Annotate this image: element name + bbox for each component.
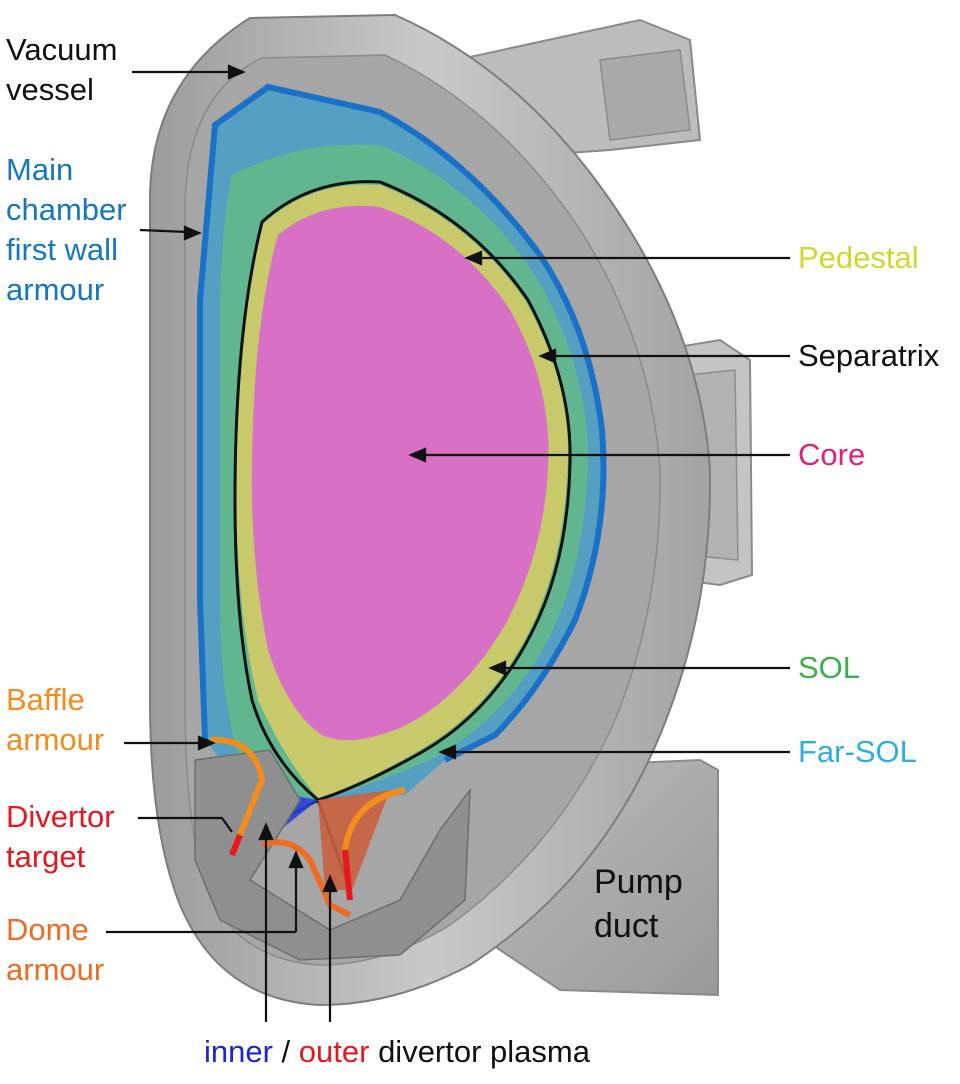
caption-outer: outer [298, 1034, 370, 1069]
label-core: Core [798, 437, 866, 472]
label-first-wall-line4: armour [6, 272, 105, 307]
label-divertor-target-line1: Divertor [6, 799, 115, 834]
arrowhead-core [408, 447, 427, 463]
label-pump-duct-line1: Pump [594, 863, 683, 901]
label-vacuum-vessel-line1: Vacuum [6, 32, 118, 67]
label-baffle-line2: armour [6, 722, 105, 757]
label-first-wall-line2: chamber [6, 192, 127, 227]
caption-divertor-plasma-text: divertor plasma [369, 1034, 590, 1069]
arrowhead-first-wall [183, 225, 202, 241]
label-dome-line2: armour [6, 952, 105, 987]
arrowhead-baffle [197, 735, 216, 751]
outer-divertor-plasma [318, 790, 390, 890]
label-separatrix: Separatrix [798, 338, 940, 373]
label-pump-duct-line2: duct [594, 907, 659, 945]
arrowhead-dome [288, 850, 304, 869]
label-pump-duct: Pump duct [594, 860, 683, 948]
divertor-target-inner [229, 833, 243, 857]
label-vacuum-vessel: Vacuum vessel [6, 30, 117, 110]
caption-inner: inner [204, 1034, 273, 1069]
arrowhead-pedestal [464, 250, 483, 266]
first-wall-line [197, 83, 607, 763]
label-baffle-line1: Baffle [6, 682, 85, 717]
arrowhead-vacuum-vessel [227, 64, 246, 80]
label-divertor-target: Divertor target [6, 797, 115, 877]
baffle-armour-inner [209, 736, 266, 837]
label-first-wall: Main chamber first wall armour [6, 150, 127, 310]
leader-first-wall [139, 228, 189, 234]
label-vacuum-vessel-line2: vessel [6, 72, 94, 107]
core-region [251, 205, 549, 741]
label-dome-armour: Dome armour [6, 910, 104, 990]
label-pedestal: Pedestal [798, 240, 919, 275]
dome-armour [260, 839, 352, 918]
arrowhead-outer-plasma [322, 874, 338, 893]
label-sol: SOL [798, 650, 861, 685]
divertor-target-outer [342, 849, 353, 901]
divertor-cassette [194, 749, 471, 961]
caption-divertor-plasma: inner / outer divertor plasma [204, 1032, 590, 1072]
label-dome-line1: Dome [6, 912, 89, 947]
leader-divertor-target [138, 816, 233, 833]
arrowhead-sol [488, 660, 507, 676]
arrowhead-far-sol [438, 744, 457, 760]
baffle-armour-outer [342, 787, 406, 851]
label-first-wall-line1: Main [6, 152, 74, 187]
label-divertor-target-line2: target [6, 839, 86, 874]
caption-slash: / [272, 1034, 299, 1069]
label-baffle-armour: Baffle armour [6, 680, 104, 760]
label-far-sol: Far-SOL [798, 734, 917, 769]
arrowhead-separatrix [538, 348, 557, 364]
arrowhead-inner-plasma [258, 822, 274, 841]
leader-lines [106, 64, 790, 1022]
label-first-wall-line3: first wall [6, 232, 118, 267]
